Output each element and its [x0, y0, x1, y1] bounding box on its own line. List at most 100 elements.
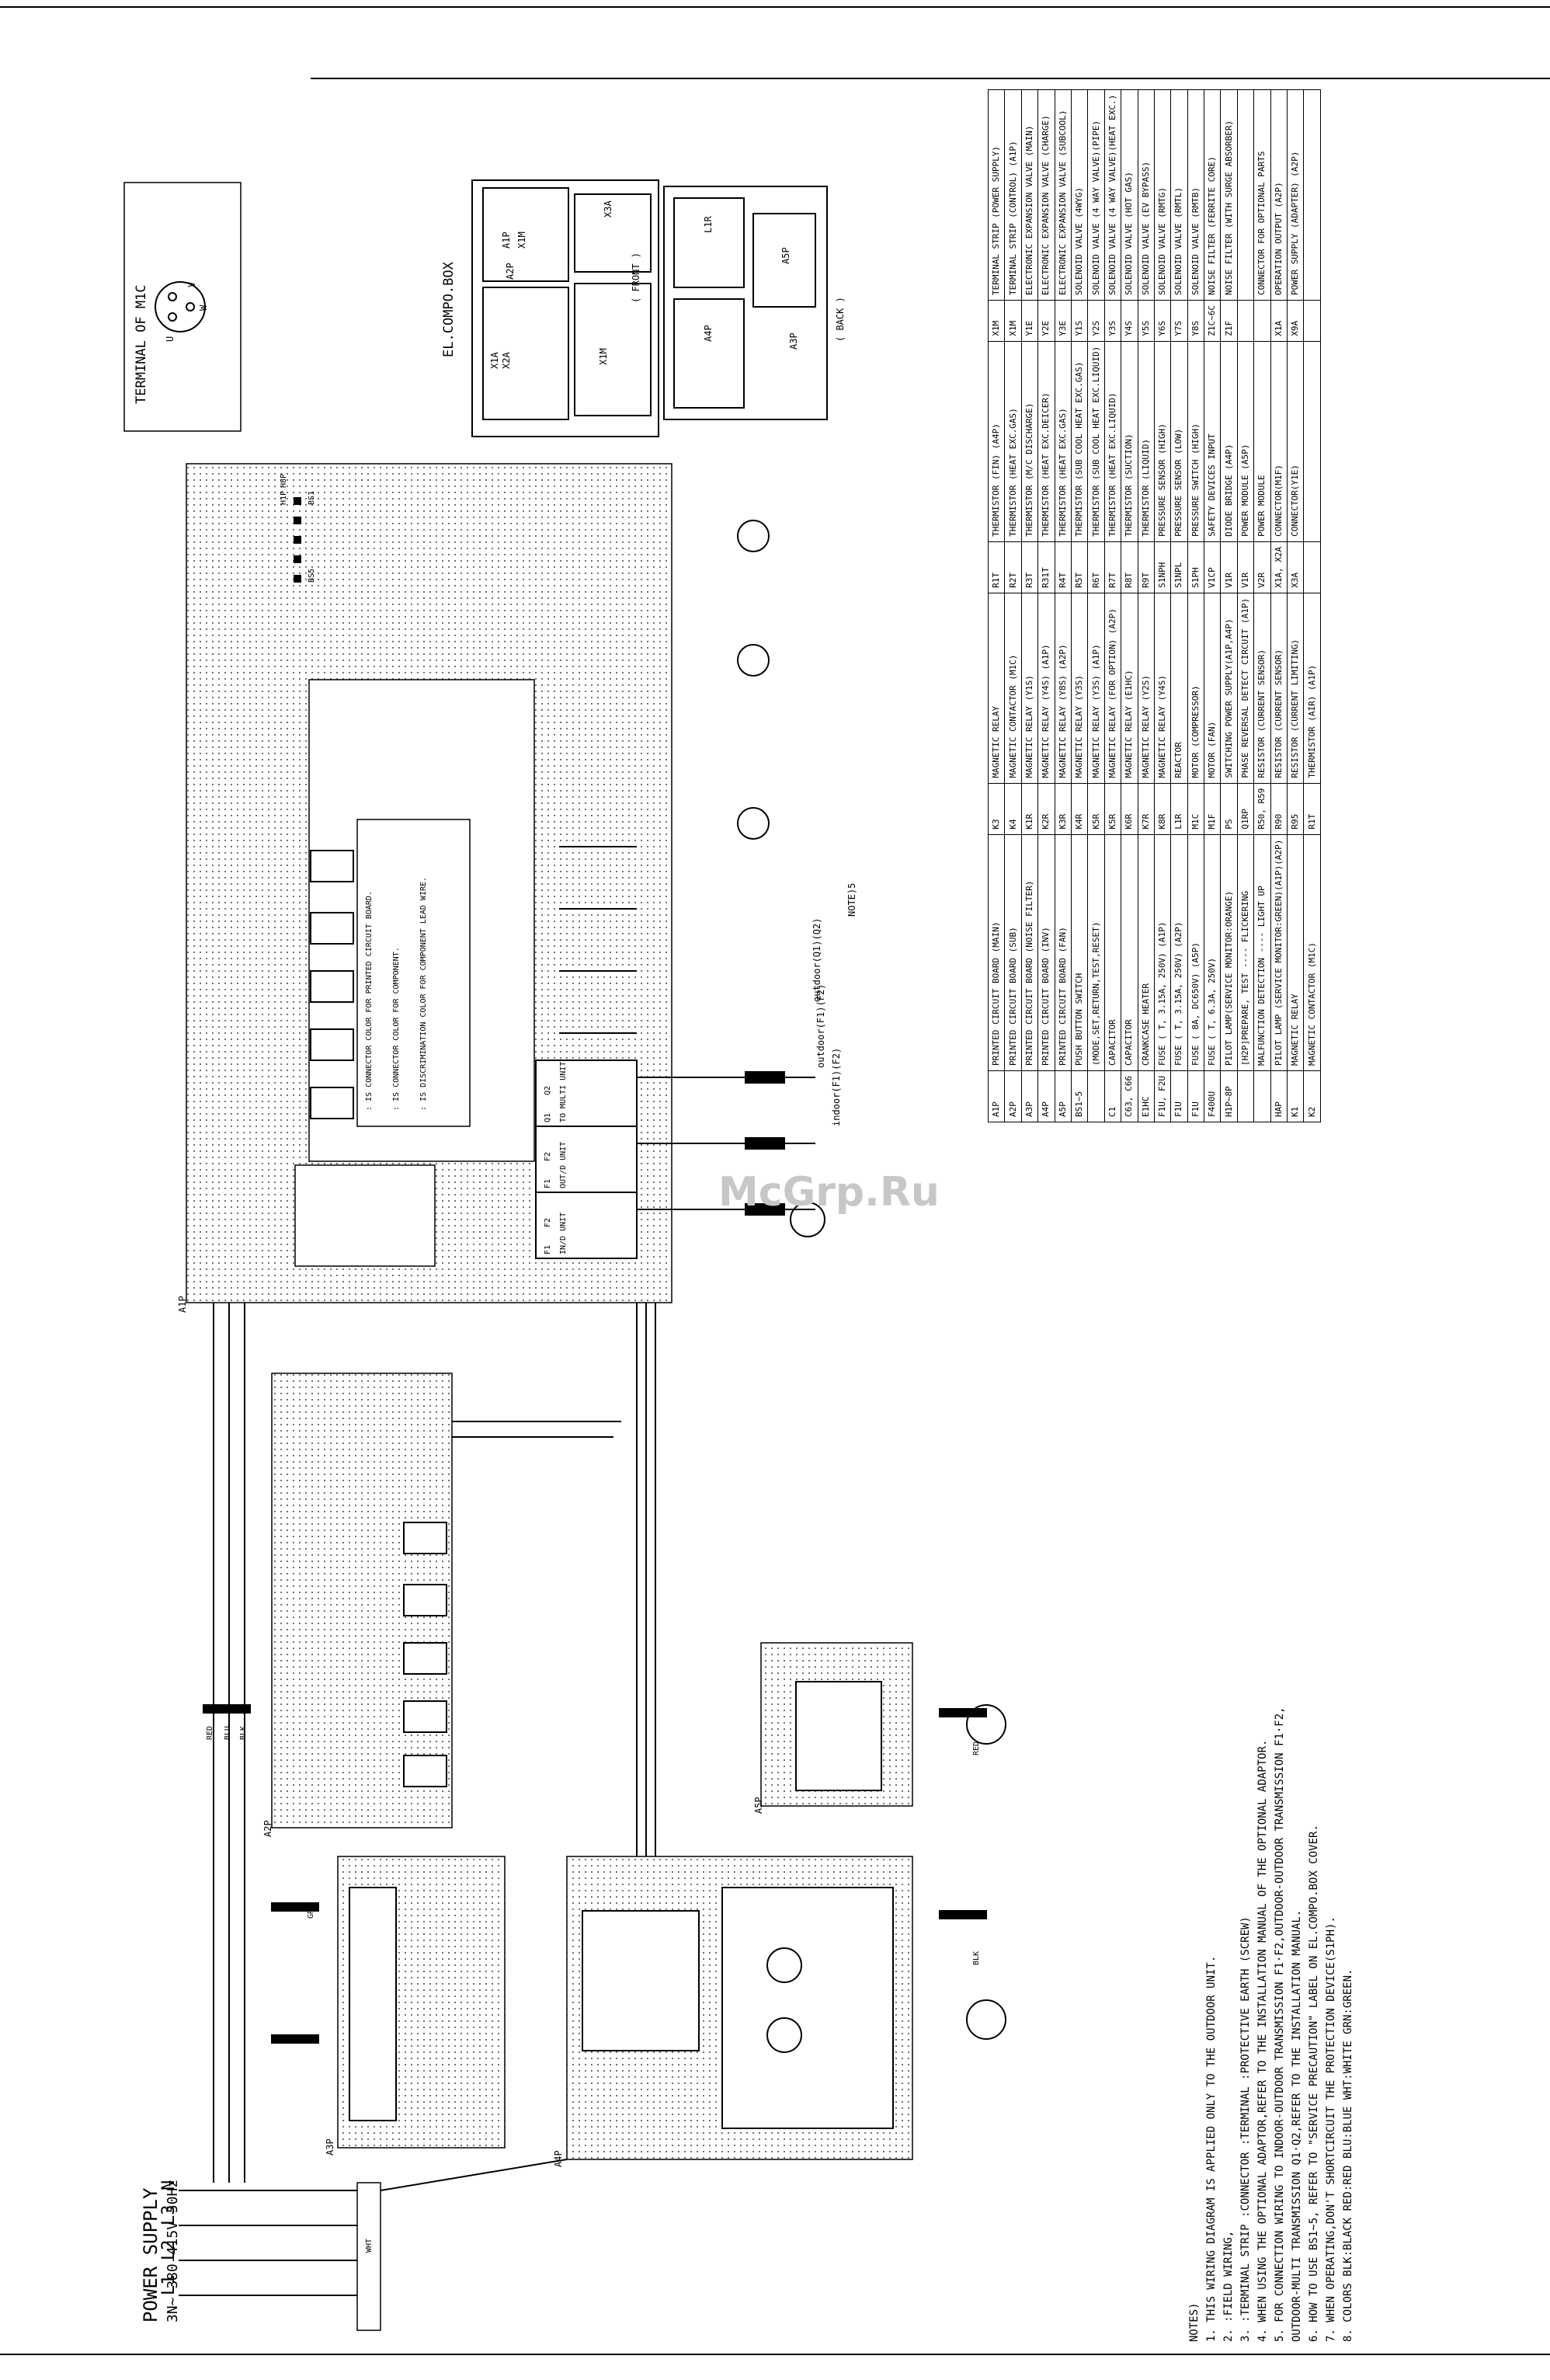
part-code: R1T [988, 541, 1005, 593]
part-code: V2R [1253, 541, 1271, 593]
part-code: K3R [1055, 783, 1072, 835]
part-code: Y1S [1071, 300, 1088, 342]
note-8: 8. COLORS BLK:BLACK RED:RED BLU:BLUE WHT… [1342, 1968, 1354, 2342]
part-description: SOLENOID VALVE (RMTL) [1170, 89, 1188, 301]
part-description: FUSE ( 8A, DC650V) (A5P) [1187, 834, 1204, 1071]
part-description: PRINTED CIRCUIT BOARD (MAIN) [988, 834, 1005, 1071]
part-description [1303, 341, 1321, 542]
front-a2p: A2P [505, 263, 516, 280]
part-code: R3T [1021, 541, 1038, 593]
part-code [1253, 1070, 1271, 1122]
x1m-term-6: Q2 [544, 1085, 552, 1095]
part-code: R8T [1121, 541, 1138, 593]
part-code: F1U [1187, 1070, 1204, 1122]
part-code: R7T [1104, 541, 1121, 593]
x1m-group-multi: TO MULTI UNIT [559, 1061, 568, 1122]
phase-n: N [159, 2180, 179, 2190]
part-description: SOLENOID VALVE (4 WAY VALVE)(HEAT EXC.) [1104, 89, 1121, 301]
part-code: A1P [988, 1070, 1005, 1122]
x1m-term-2: F2 [544, 1217, 552, 1227]
part-code: HAP [1270, 1070, 1288, 1122]
part-description: PRESSURE SENSOR (LOW) [1170, 341, 1188, 542]
part-description: (MODE,SET,RETURN,TEST,RESET) [1087, 834, 1105, 1071]
part-description: RESISTOR (CURRENT SENSOR) [1270, 593, 1288, 784]
part-code: M1C [1187, 783, 1204, 835]
part-description: MOTOR (COMPRESSOR) [1187, 593, 1204, 784]
part-code: A5P [1055, 1070, 1072, 1122]
part-code [1087, 1070, 1105, 1122]
part-description: MAGNETIC RELAY (FOR OPTION) (A2P) [1104, 593, 1121, 784]
board-a2p-label: A2P [262, 1820, 273, 1837]
part-description: THERMISTOR (HEAT EXC.GAS) [1055, 341, 1072, 542]
part-description: SOLENOID VALVE (4WYG) [1071, 89, 1088, 301]
phase-l2: L2 [159, 2239, 179, 2261]
part-code: R31T [1037, 541, 1055, 593]
part-code: X1A [1270, 300, 1288, 342]
part-code: F1U [1170, 1070, 1188, 1122]
back-label: ( BACK ) [835, 297, 846, 342]
wire-red: RED [206, 1725, 214, 1740]
part-description: ELECTRONIC EXPANSION VALVE (CHARGE) [1037, 89, 1055, 301]
part-code: K4R [1071, 783, 1088, 835]
legend-line-2: : IS CONNECTOR COLOR FOR COMPONENT. [392, 947, 401, 1111]
part-description: FUSE ( T, 3.15A, 250V) (A2P) [1170, 834, 1188, 1071]
part-code: X9A [1287, 300, 1304, 342]
part-description: THERMISTOR (AIR) (A1P) [1303, 593, 1321, 784]
part-description: POWER MODULE [1253, 341, 1271, 542]
part-code: H1P~8P [1220, 1070, 1238, 1122]
note-6: 6. HOW TO USE BS1~5, REFER TO "SERVICE P… [1308, 1825, 1320, 2342]
part-description: THERMISTOR (M/C DISCHARGE) [1021, 341, 1038, 542]
part-description: PRESSURE SENSOR (HIGH) [1154, 341, 1171, 542]
part-code [1237, 300, 1254, 342]
part-code: K5R [1087, 783, 1105, 835]
part-description: RESISTOR (CURRENT LIMITING) [1287, 593, 1304, 784]
part-code: R90 [1270, 783, 1288, 835]
part-description: OPERATION OUTPUT (A2P) [1270, 89, 1288, 301]
x1m-term-4: F2 [544, 1151, 552, 1161]
part-code: X1M [1004, 300, 1022, 342]
x1m-term-1: F1 [544, 1244, 552, 1254]
trans-note5: NOTE)5 [846, 882, 857, 917]
back-l1r: L1R [703, 216, 714, 233]
power-supply-title: POWER SUPPLY [140, 2187, 162, 2323]
part-description [1303, 89, 1321, 301]
m1c-terminal-title: TERMINAL OF M1C [134, 284, 149, 404]
trans-outdoor-q: outdoor(Q1)(Q2) [811, 917, 822, 1002]
part-code: K8R [1154, 783, 1171, 835]
phase-l3: L3 [159, 2204, 179, 2226]
watermark: McGrp.Ru [718, 1169, 940, 1216]
part-description: SOLENOID VALVE (RMTB) [1187, 89, 1204, 301]
part-description: MAGNETIC RELAY [1287, 834, 1304, 1071]
part-code: Y3E [1055, 300, 1072, 342]
el-compo-front [471, 179, 659, 437]
header-rule [311, 78, 1550, 79]
part-code: K1 [1287, 1070, 1304, 1122]
part-code: R4T [1055, 541, 1072, 593]
part-code [1303, 300, 1321, 342]
part-description: SAFETY DEVICES INPUT [1204, 341, 1221, 542]
part-code: M1F [1204, 783, 1221, 835]
part-description: MAGNETIC CONTACTOR (M1C) [1004, 593, 1022, 784]
part-description: PRINTED CIRCUIT BOARD (INV) [1037, 834, 1055, 1071]
x1m-term-5: Q1 [544, 1112, 552, 1122]
back-a5p: A5P [780, 247, 791, 264]
top-rule [0, 6, 1550, 8]
board-a5p-label: A5P [753, 1797, 764, 1814]
part-code: K1R [1021, 783, 1038, 835]
part-description: MAGNETIC RELAY (E1HC) [1121, 593, 1138, 784]
wire-blu: BLU [224, 1725, 232, 1740]
part-code: Q1RP [1237, 783, 1254, 835]
